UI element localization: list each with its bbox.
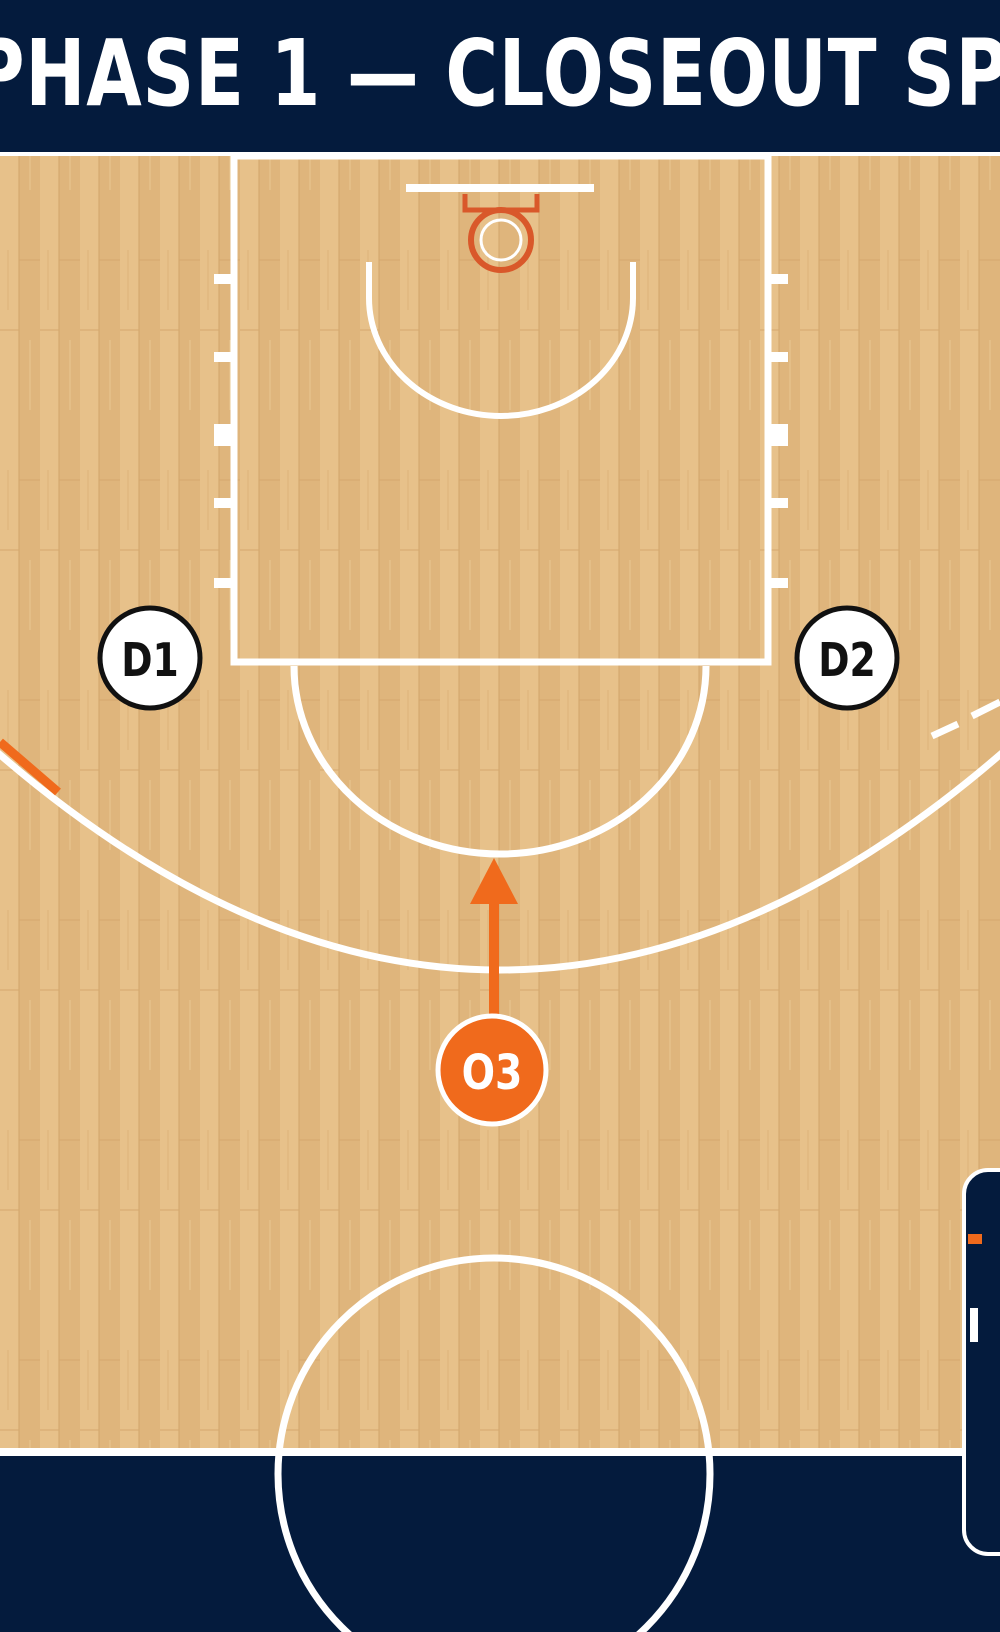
player-o3: O3 (435, 1013, 549, 1127)
court-floor (0, 152, 1000, 1452)
player-o3-label: O3 (462, 1045, 523, 1101)
lane-hash-marks-right (768, 274, 788, 588)
dashed-closeout-line (930, 698, 1000, 740)
player-d2-label: D2 (818, 633, 876, 687)
player-d1-label: D1 (121, 633, 179, 687)
legend-orange-marker (968, 1234, 982, 1244)
header-bar: PHASE 1 — CLOSEOUT SPRINT (0, 0, 1000, 152)
basketball-hoop-icon (462, 194, 540, 273)
center-circle (274, 1254, 714, 1632)
player-d2: D2 (794, 605, 900, 711)
player-d1: D1 (97, 605, 203, 711)
free-throw-lane (230, 152, 772, 666)
legend-white-marker (970, 1308, 978, 1342)
page-title: PHASE 1 — CLOSEOUT SPRINT (0, 20, 1000, 127)
lane-hash-marks-left (214, 274, 234, 588)
legend-panel (962, 1168, 1000, 1556)
free-throw-circle (290, 665, 710, 858)
orange-cut-line-left (0, 738, 61, 796)
three-point-arc (0, 750, 1000, 974)
orange-movement-arrow (470, 858, 518, 1020)
restricted-area-arc (366, 262, 636, 419)
